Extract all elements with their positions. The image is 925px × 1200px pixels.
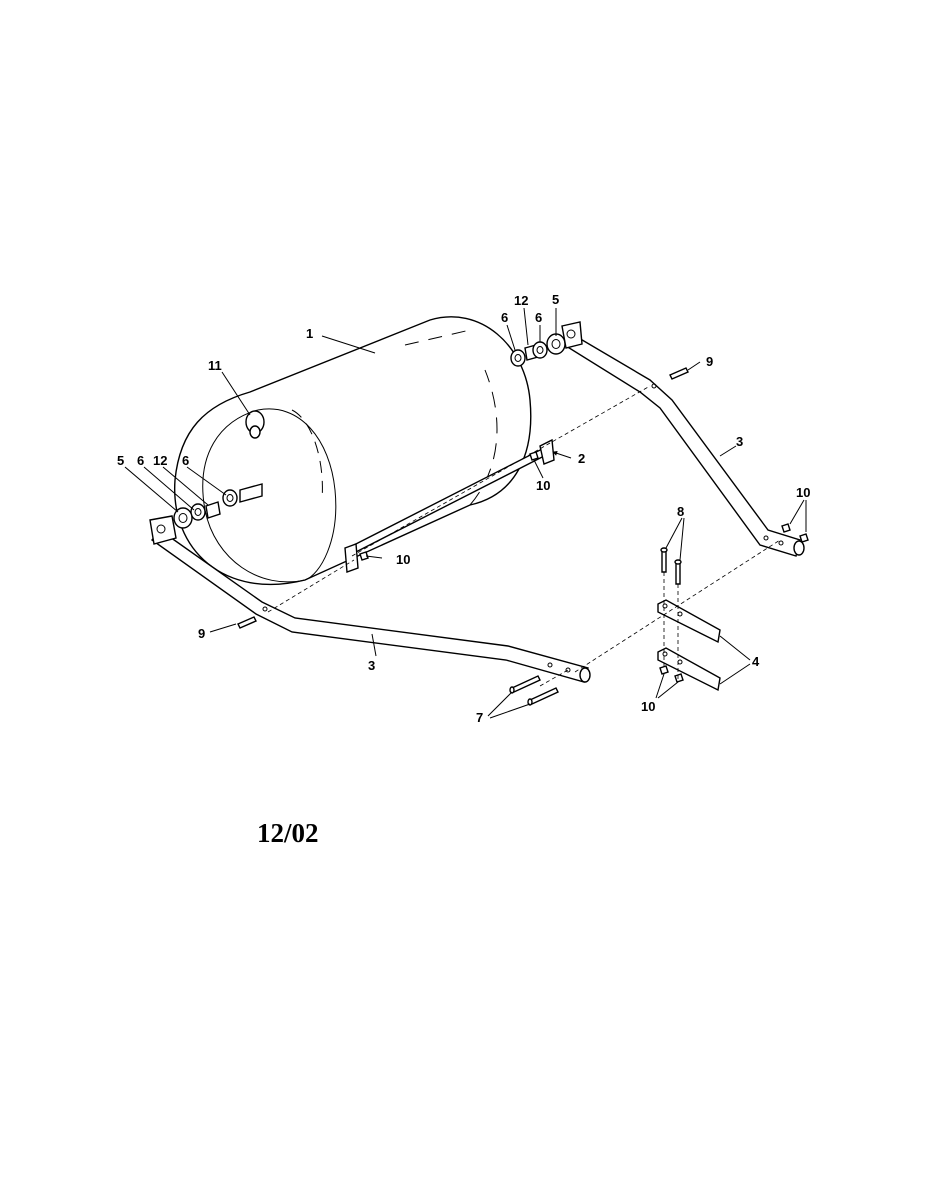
alignment-lines — [267, 385, 781, 687]
callout-12-left: 12 — [153, 453, 167, 468]
right-axle-hardware — [510, 333, 566, 367]
callout-6-left-a: 6 — [137, 453, 144, 468]
callout-9-right: 9 — [706, 354, 713, 369]
bolts — [237, 367, 689, 706]
callout-4: 4 — [752, 654, 760, 669]
callout-7: 7 — [476, 710, 483, 725]
callout-3-right: 3 — [736, 434, 743, 449]
callout-12-right: 12 — [514, 293, 528, 308]
callout-6-right-b: 6 — [535, 310, 542, 325]
callout-6-right-a: 6 — [501, 310, 508, 325]
left-axle-hardware — [173, 483, 263, 529]
left-handle-arm — [149, 515, 591, 683]
callout-5-left: 5 — [117, 453, 124, 468]
leader-lines — [124, 307, 807, 719]
callout-8: 8 — [677, 504, 684, 519]
callout-3-left: 3 — [368, 658, 375, 673]
right-handle-arm — [561, 321, 805, 557]
callout-2: 2 — [578, 451, 585, 466]
nuts — [359, 451, 809, 683]
callout-1: 1 — [306, 326, 313, 341]
hitch-brackets — [657, 599, 721, 692]
date-code: 12/02 — [257, 818, 319, 848]
callout-10-crossbar-right: 10 — [536, 478, 550, 493]
roller-drum — [174, 316, 532, 586]
callout-11: 11 — [208, 358, 222, 373]
callout-9-left: 9 — [198, 626, 205, 641]
callout-5-right: 5 — [552, 292, 559, 307]
callout-6-left-b: 6 — [182, 453, 189, 468]
fill-plug — [245, 410, 265, 439]
callout-10-crossbar-left: 10 — [396, 552, 410, 567]
callout-10-arm-right: 10 — [796, 485, 810, 500]
callout-10-brackets: 10 — [641, 699, 655, 714]
callout-labels: 1 2 3 3 4 5 5 6 6 6 6 7 8 9 9 10 10 10 1… — [117, 292, 810, 725]
